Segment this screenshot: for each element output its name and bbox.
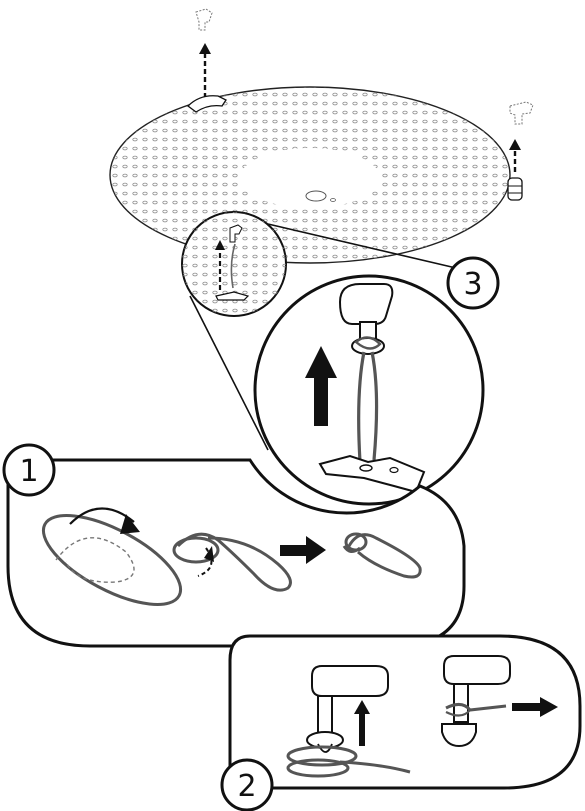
step-badge-3: 3: [448, 258, 498, 308]
step-number-1: 1: [19, 454, 38, 489]
zoom-source-circle: [182, 212, 286, 316]
step-number-2: 2: [237, 769, 256, 804]
pin-icon: [510, 102, 533, 124]
up-arrow-icon: [199, 43, 211, 98]
up-arrow-icon: [509, 139, 521, 172]
pin-icon: [196, 9, 212, 30]
perforated-disc: [110, 87, 510, 263]
step-2-panel: [230, 636, 580, 788]
zoom-detail-circle: [255, 276, 483, 504]
step-number-3: 3: [463, 267, 482, 302]
clip-bracket: [508, 178, 522, 200]
step-badge-1: 1: [4, 445, 54, 495]
step-badge-2: 2: [222, 760, 272, 810]
